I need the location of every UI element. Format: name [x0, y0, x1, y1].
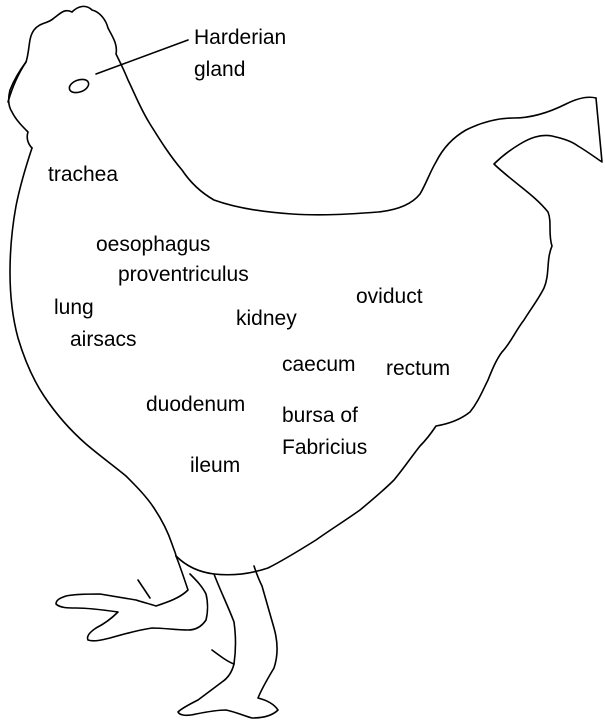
caecum-label: caecum: [282, 353, 356, 377]
beak-outline: [9, 62, 32, 148]
breast-outline: [10, 148, 176, 556]
rectum-label: rectum: [386, 357, 450, 381]
proventriculus-label: proventriculus: [118, 263, 249, 287]
ileum-label: ileum: [190, 454, 240, 478]
oesophagus-label: oesophagus: [96, 233, 210, 257]
airsacs-label: airsacs: [70, 328, 137, 352]
harderian-gland-label-line1: Harderian: [194, 26, 286, 50]
right-leg-outline: [178, 566, 278, 718]
kidney-label: kidney: [236, 307, 297, 331]
lung-label: lung: [54, 296, 94, 320]
trachea-label: trachea: [48, 163, 118, 187]
harderian-gland-leader-line: [96, 40, 188, 74]
duodenum-label: duodenum: [146, 393, 245, 417]
bursa-of-fabricius-label-line2: Fabricius: [282, 436, 367, 460]
eye-outline: [68, 77, 91, 95]
harderian-gland-label-line2: gland: [194, 58, 245, 82]
tail-outline: [176, 98, 602, 575]
left-leg-outline: [56, 556, 208, 641]
bursa-of-fabricius-label-line1: bursa of: [282, 404, 358, 428]
oviduct-label: oviduct: [356, 285, 423, 309]
